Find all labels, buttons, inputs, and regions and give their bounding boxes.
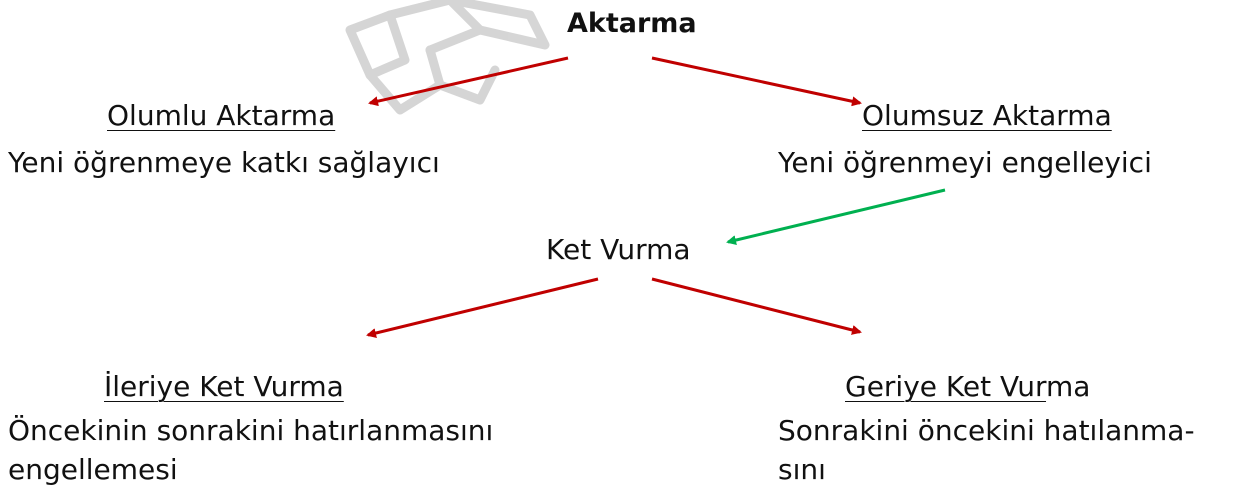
negative-transfer-description: Yeni öğrenmeyi engelleyici — [778, 146, 1152, 179]
positive-transfer-title: Olumlu Aktarma — [107, 99, 336, 132]
arrow-to-proactive-interference — [366, 277, 599, 338]
retroactive-interference-description-line2: sını — [778, 453, 826, 486]
root-node-aktarma: Aktarma — [567, 8, 697, 39]
retroactive-interference-title-rest: ma — [1046, 370, 1091, 403]
proactive-interference-description-line1: Öncekinin sonrakini hatırlanmasını — [8, 414, 494, 447]
positive-transfer-description: Yeni öğrenmeye katkı sağlayıcı — [8, 146, 440, 179]
arrow-to-positive-transfer — [368, 56, 569, 107]
retroactive-interference-title-underlined: Geriye Ket Vur — [845, 370, 1047, 403]
watermark-sketch — [345, 0, 550, 115]
arrow-negative-to-interference — [726, 188, 946, 245]
proactive-interference-title: İleriye Ket Vurma — [104, 370, 344, 403]
retroactive-interference-description-line1: Sonrakini öncekini hatılanma- — [778, 414, 1195, 447]
proactive-interference-description-line2: engellemesi — [8, 453, 178, 486]
retroactive-interference-title: Geriye Ket Vurma — [845, 369, 1090, 405]
arrow-to-negative-transfer — [651, 56, 862, 107]
negative-transfer-title: Olumsuz Aktarma — [862, 99, 1112, 132]
arrow-to-retroactive-interference — [651, 277, 862, 335]
interference-node: Ket Vurma — [546, 233, 691, 266]
